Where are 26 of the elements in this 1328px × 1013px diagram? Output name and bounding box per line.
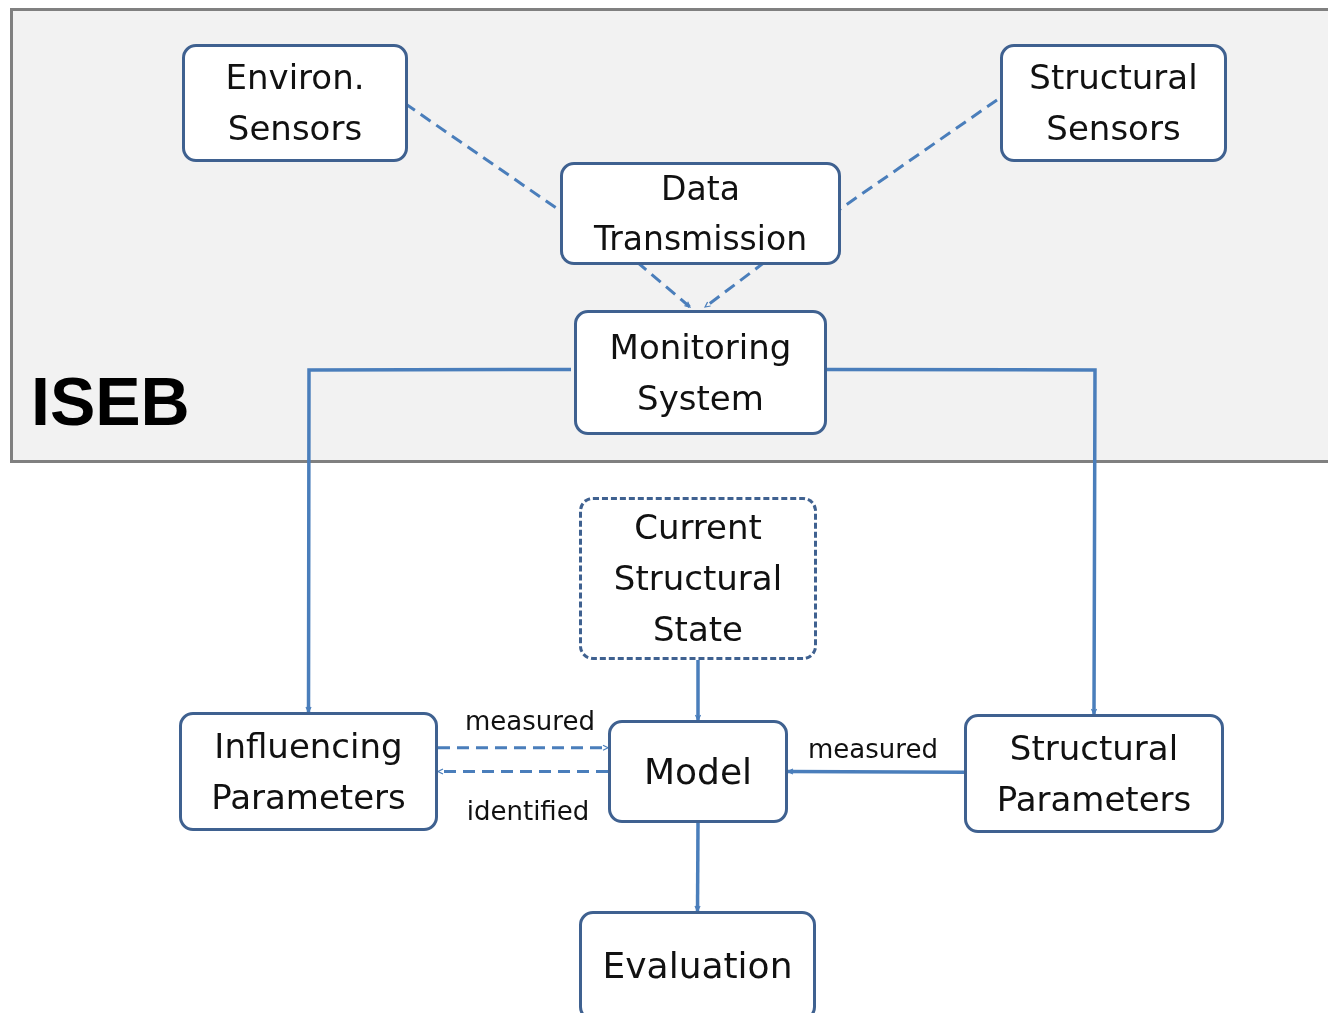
arrow <box>694 660 702 721</box>
process-box <box>579 497 817 660</box>
arrow <box>305 367 571 713</box>
process-box <box>182 44 408 162</box>
arrow <box>694 823 701 912</box>
box-label: Monitoring System <box>608 325 793 420</box>
process-box <box>579 911 816 1013</box>
process-box <box>1000 44 1227 162</box>
band-title: ISEB <box>31 362 190 440</box>
process-box <box>964 714 1224 833</box>
process-box <box>574 310 827 435</box>
box-label: Evaluation <box>602 944 793 988</box>
box-label: Structural Sensors <box>1028 56 1199 150</box>
box-label: Data Transmission <box>592 168 809 260</box>
box-label: Model <box>643 749 753 794</box>
arrow <box>787 768 964 775</box>
arrow <box>437 768 608 775</box>
process-box <box>560 162 841 265</box>
arrow <box>438 744 609 751</box>
box-label: Influencing Parameters <box>210 724 407 819</box>
process-box <box>179 712 438 831</box>
box-label: Environ. Sensors <box>224 56 366 150</box>
process-box <box>608 720 788 823</box>
system-band <box>10 8 1328 463</box>
box-label: Structural Parameters <box>995 726 1193 821</box>
box-label: Current Structural State <box>612 506 784 651</box>
